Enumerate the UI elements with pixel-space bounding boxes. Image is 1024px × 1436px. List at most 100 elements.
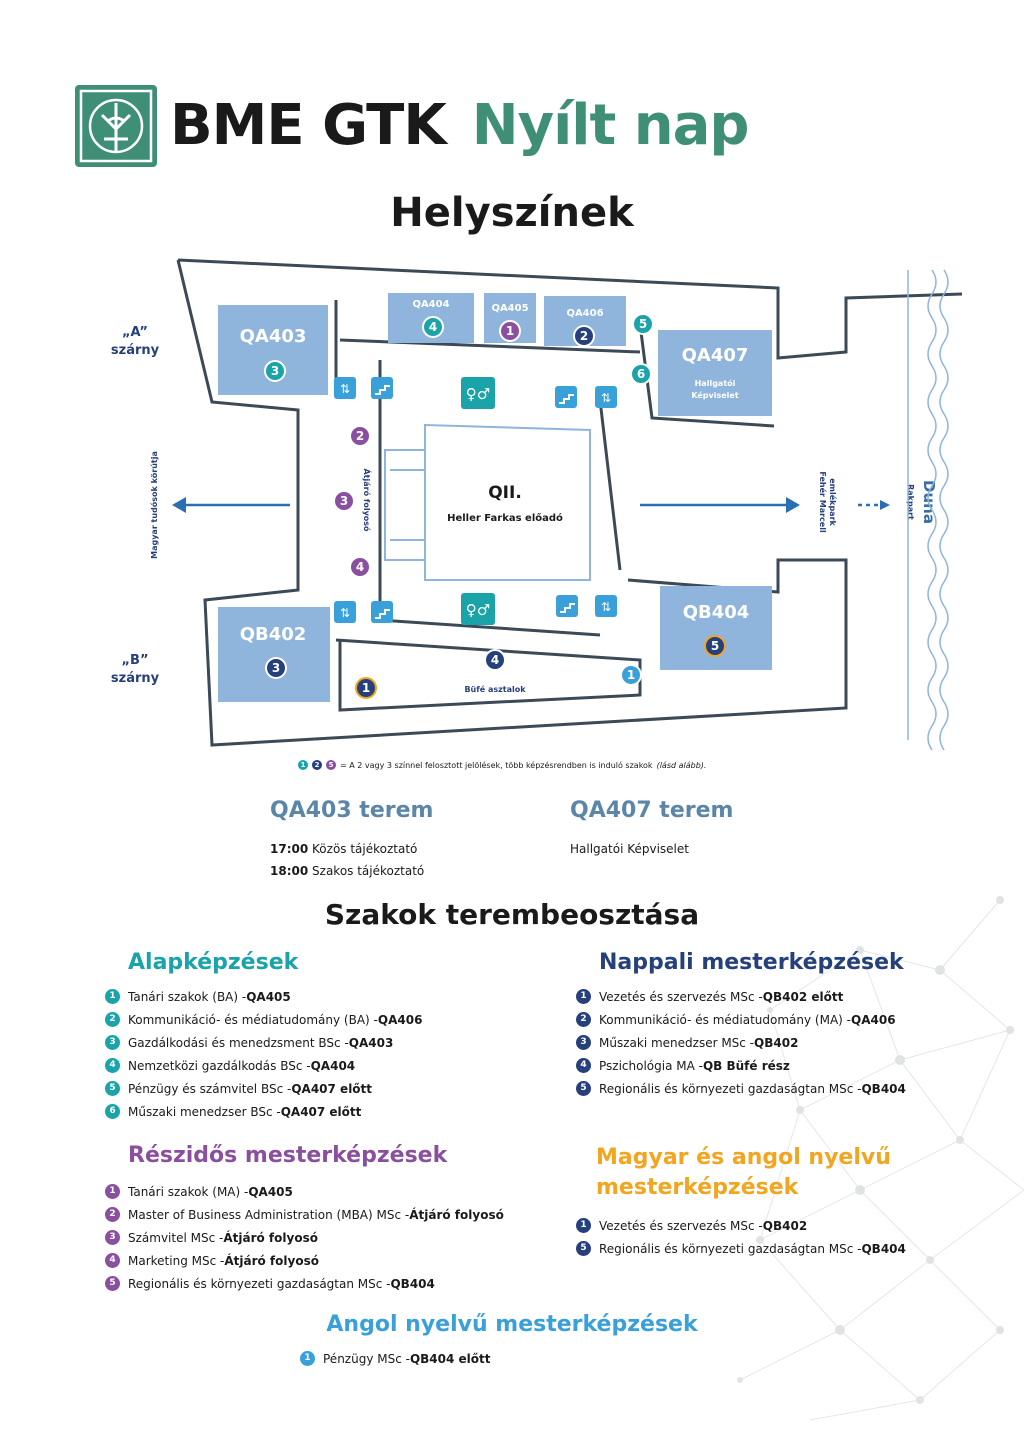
inner-walls xyxy=(334,300,775,712)
room-qb404 xyxy=(660,586,772,670)
marker-1-split-b: 1 xyxy=(355,677,377,699)
programme-room: QB404 előtt xyxy=(409,1351,491,1366)
svg-text:⇅: ⇅ xyxy=(340,606,350,620)
park-label2: emlékpark xyxy=(828,478,838,526)
svg-text:5: 5 xyxy=(711,639,719,653)
marker-4-purple: 4 xyxy=(349,556,371,578)
stairs-icon xyxy=(555,386,577,408)
elevator-icon: ⇅ xyxy=(595,595,617,617)
label-qa403: QA403 xyxy=(240,326,307,347)
magyar_angol-item: 1 Vezetés és szervezés MSc - QB402 xyxy=(576,1214,906,1237)
legend-note: 1 2 5 = A 2 vagy 3 színnel felosztott je… xyxy=(298,760,706,770)
stairs-icon xyxy=(371,377,393,399)
svg-text:4: 4 xyxy=(356,560,364,574)
programme-room: QB404 xyxy=(861,1241,906,1256)
magyar-angol-title2: mesterképzések xyxy=(596,1175,799,1200)
magyar_angol-item: 5 Regionális és környezeti gazdaságtan MS… xyxy=(576,1237,906,1260)
programme-room: QA403 xyxy=(348,1035,394,1050)
danube-waves xyxy=(907,269,949,751)
center-subtitle: Heller Farkas előadó xyxy=(447,512,563,524)
programme-room: QA406 xyxy=(377,1012,423,1027)
programme-room: QA405 xyxy=(248,1184,293,1199)
marker-2-purple: 2 xyxy=(349,425,371,447)
label-qa405: QA405 xyxy=(491,303,528,314)
programme-room: QB404 xyxy=(390,1276,435,1291)
number-badge-icon: 1 xyxy=(576,1218,591,1233)
street-label: Magyar tudósok körútja xyxy=(149,451,159,559)
reszidos-item: 2 Master of Business Administration (MBA)… xyxy=(105,1203,504,1226)
programme-name: Nemzetközi gazdálkodás BSc - xyxy=(128,1058,311,1073)
note-marker-1: 1 xyxy=(298,760,308,770)
programme-name: Marketing MSc - xyxy=(128,1253,225,1268)
label-qa407-sub1: Hallgatói xyxy=(695,378,736,388)
programme-name: Műszaki menedzser BSc - xyxy=(128,1104,281,1119)
corridor-label: Átjáró folyosó xyxy=(362,468,373,532)
programme-name: Vezetés és szervezés MSc - xyxy=(599,1218,763,1233)
svg-text:1: 1 xyxy=(506,324,514,338)
programme-room: QA406 xyxy=(851,1012,896,1027)
svg-text:1: 1 xyxy=(362,681,370,695)
label-qb402: QB402 xyxy=(240,624,307,645)
elevator-icon: ⇅ xyxy=(334,601,356,623)
wing-b-label1: „B” xyxy=(122,653,149,668)
wing-a-label1: „A” xyxy=(122,325,148,340)
programme-room: Átjáró folyosó xyxy=(223,1230,318,1245)
label-qa404: QA404 xyxy=(412,299,449,310)
network-background xyxy=(737,896,1024,1421)
programme-room: QB404 xyxy=(861,1081,906,1096)
magyar-angol-title1: Magyar és angol nyelvű xyxy=(596,1145,891,1170)
svg-text:♀♂: ♀♂ xyxy=(466,385,490,403)
marker-5-teal: 5 xyxy=(632,313,654,335)
reszidos-title: Részidős mesterképzések xyxy=(128,1143,448,1168)
marker-2-navy: 2 xyxy=(573,325,595,347)
programme-room: QA405 xyxy=(246,989,291,1004)
programme-room: QB402 előtt xyxy=(762,989,844,1004)
park-label1: Fehér Marcell xyxy=(818,471,828,533)
marker-4-navy: 4 xyxy=(484,649,506,671)
number-badge-icon: 2 xyxy=(105,1207,120,1222)
number-badge-icon: 4 xyxy=(105,1253,120,1268)
restroom-icon: ⇅ xyxy=(334,377,356,399)
programme-name: Kommunikáció- és médiatudomány (MA) - xyxy=(599,1012,851,1027)
number-badge-icon: 1 xyxy=(105,1184,120,1199)
stairs-icon xyxy=(371,601,393,623)
number-badge-icon: 3 xyxy=(105,1035,120,1050)
programme-room: QB402 xyxy=(762,1218,808,1233)
svg-text:1: 1 xyxy=(627,668,635,682)
svg-text:⇅: ⇅ xyxy=(340,382,350,396)
programme-room: QB Büfé rész xyxy=(702,1058,790,1073)
number-badge-icon: 5 xyxy=(576,1081,591,1096)
programme-name: Regionális és környezeti gazdaságtan MSc… xyxy=(128,1276,391,1291)
note-text: = A 2 vagy 3 színnel felosztott jelölése… xyxy=(340,760,653,770)
programme-name: Számvitel MSc - xyxy=(128,1230,224,1245)
number-badge-icon: 4 xyxy=(105,1058,120,1073)
programme-name: Regionális és környezeti gazdaságtan MSc… xyxy=(599,1241,862,1256)
svg-text:2: 2 xyxy=(580,329,588,343)
rakpart-label: Rakpart xyxy=(906,484,915,520)
programme-name: Pszichológia MA - xyxy=(599,1058,703,1073)
restroom-icon: ♀♂ xyxy=(461,593,495,625)
number-badge-icon: 1 xyxy=(300,1351,315,1366)
programme-room: QA407 előtt xyxy=(291,1081,373,1096)
programme-name: Kommunikáció- és médiatudomány (BA) - xyxy=(128,1012,378,1027)
bme-logo xyxy=(75,85,157,167)
floor-map: QII. Heller Farkas előadó QA403 QA404 QA… xyxy=(111,258,963,751)
svg-text:⇅: ⇅ xyxy=(601,391,611,405)
title-part1: BME GTK xyxy=(170,93,447,158)
number-badge-icon: 1 xyxy=(576,989,591,1004)
programme-name: Master of Business Administration (MBA) … xyxy=(128,1207,410,1222)
number-badge-icon: 5 xyxy=(576,1241,591,1256)
programme-room: QA407 előtt xyxy=(280,1104,362,1119)
room-qa407 xyxy=(658,330,772,416)
number-badge-icon: 6 xyxy=(105,1104,120,1119)
